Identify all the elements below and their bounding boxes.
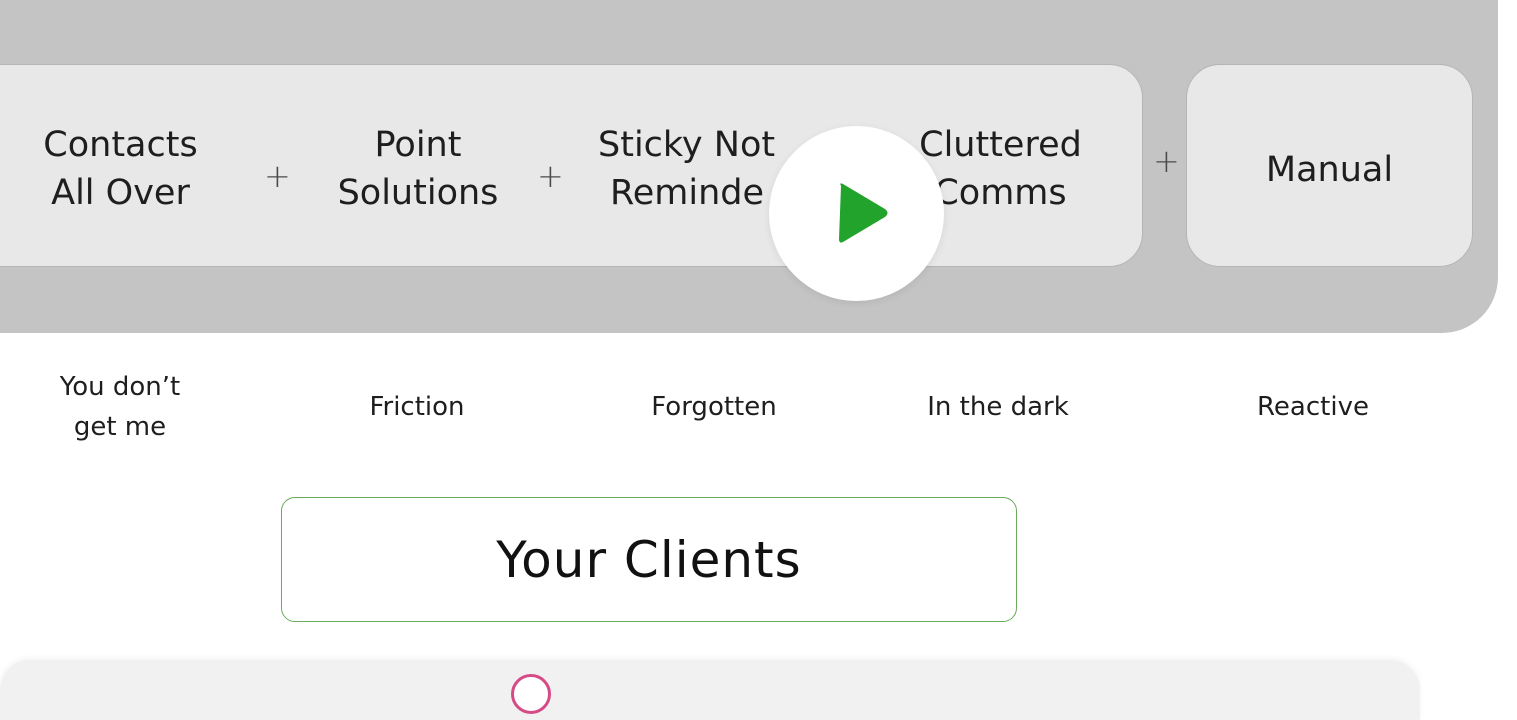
tool-sticky-notes: Sticky Not Reminde <box>598 121 808 217</box>
plus-sign-1: + <box>264 157 291 195</box>
tool-cluttered-comms: Cluttered Comms <box>898 121 1103 217</box>
tool-cluttered-line1: Cluttered <box>919 125 1082 165</box>
tool-point-solutions: Point Solutions <box>318 121 518 217</box>
tool-manual: Manual <box>1265 150 1394 190</box>
plus-sign-2: + <box>537 157 564 195</box>
manual-box <box>1186 64 1473 267</box>
feeling-reactive: Reactive <box>1257 392 1369 422</box>
feeling-you-dont-get-me: You don’t get me <box>20 367 220 447</box>
bottom-panel <box>0 660 1420 720</box>
feeling-forgotten: Forgotten <box>651 392 777 422</box>
your-clients-title: Your Clients <box>496 530 802 589</box>
feeling-1-line2: get me <box>73 412 167 442</box>
tool-cluttered-line2: Comms <box>934 173 1067 213</box>
edge-colon-fragment <box>0 407 4 437</box>
bottom-circle-icon <box>511 674 551 714</box>
tool-sticky-line2: Reminde <box>610 173 765 213</box>
tool-point-line1: Point <box>374 125 462 165</box>
feeling-1-line1: You don’t <box>59 372 181 402</box>
tool-point-line2: Solutions <box>337 173 499 213</box>
tool-contacts-line1: Contacts <box>43 125 198 165</box>
plus-sign-3: + <box>1153 142 1180 180</box>
tools-panel <box>0 64 1143 267</box>
video-play-button[interactable] <box>769 126 944 301</box>
tool-sticky-line1: Sticky Not <box>598 125 776 165</box>
feeling-friction: Friction <box>369 392 465 422</box>
tool-contacts-line2: All Over <box>51 173 190 213</box>
tool-contacts-all-over: Contacts All Over <box>18 121 223 217</box>
feeling-in-the-dark: In the dark <box>927 392 1069 422</box>
your-clients-box: Your Clients <box>281 497 1017 622</box>
play-icon <box>839 183 888 243</box>
